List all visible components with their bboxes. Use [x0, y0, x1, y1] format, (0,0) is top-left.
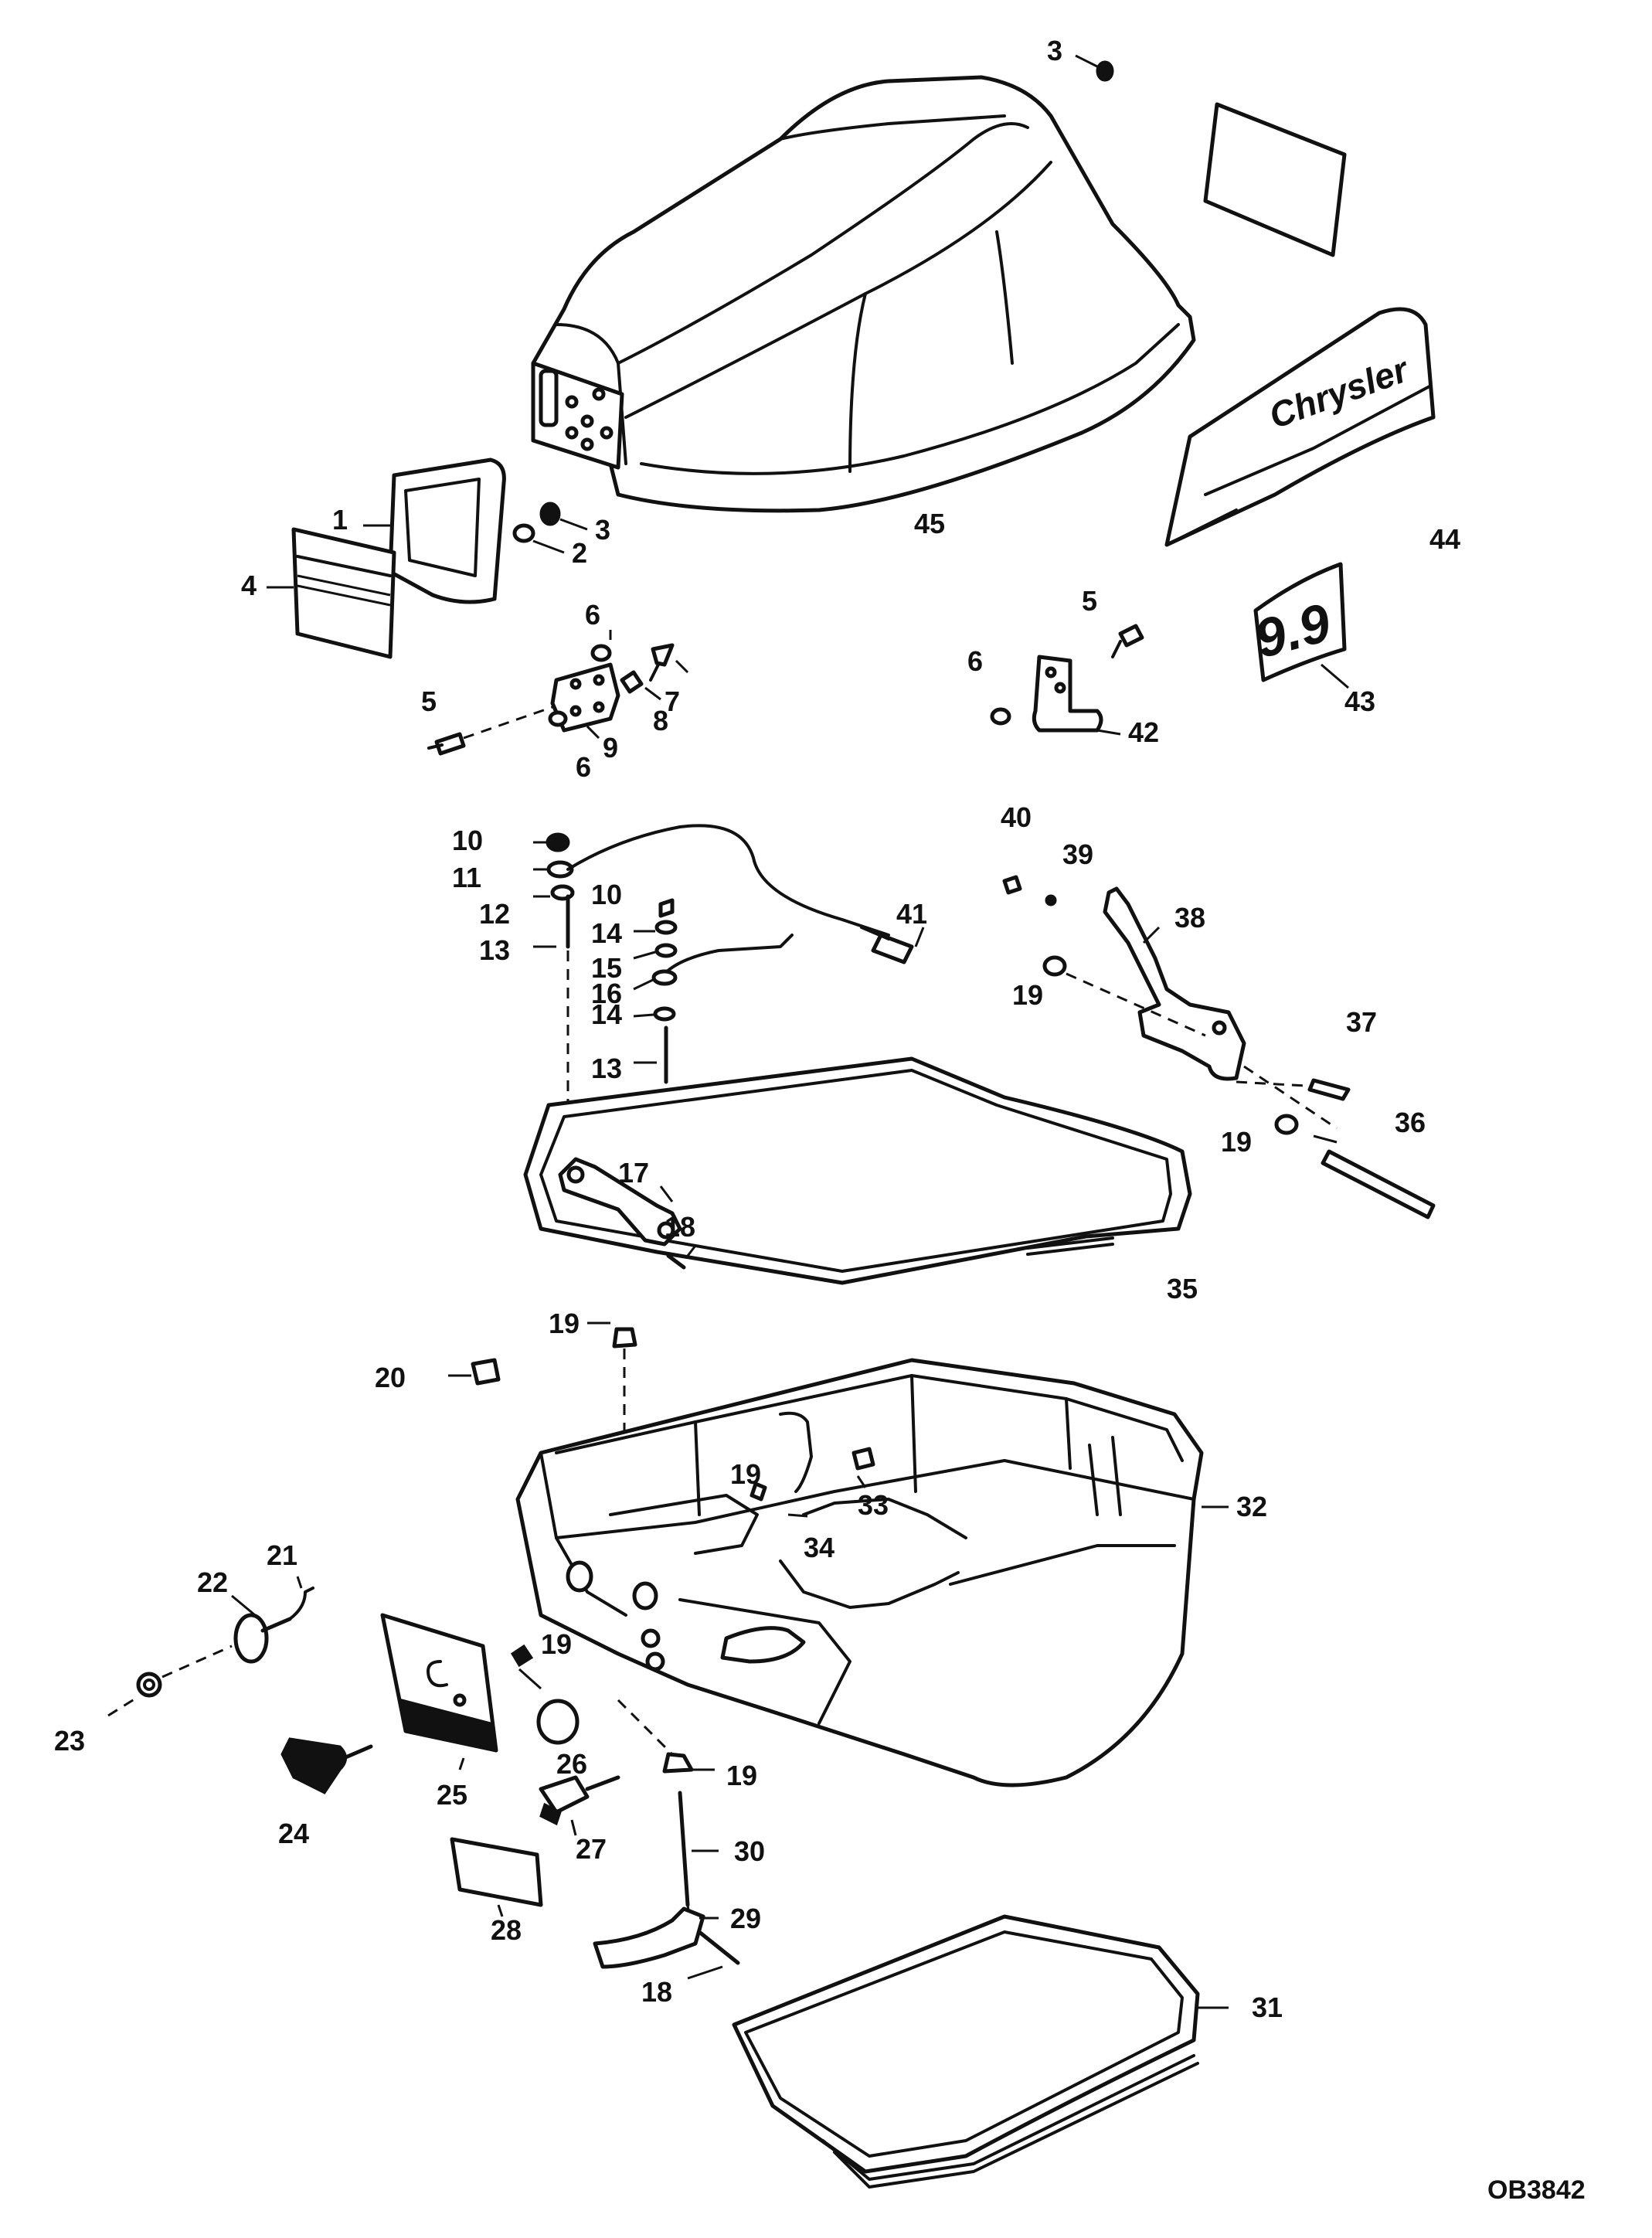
clip-part-23 — [107, 1644, 233, 1717]
callout-3: 3 — [595, 514, 610, 546]
callout-43: 43 — [1344, 685, 1375, 717]
callout-11: 11 — [452, 862, 481, 893]
callout-5: 5 — [1082, 585, 1097, 617]
callout-32: 32 — [1236, 1491, 1267, 1522]
washer-part-2 — [512, 523, 565, 554]
callout-10: 10 — [591, 879, 622, 910]
callout-19: 19 — [726, 1760, 757, 1791]
bottom-cowl-part-32 — [515, 1358, 1229, 1787]
name-decal-part-4 — [267, 527, 396, 659]
callout-8: 8 — [653, 705, 668, 736]
callout-16: 16 — [591, 978, 622, 1009]
throttle-link-rod-assembly — [533, 824, 925, 1144]
callout-5: 5 — [421, 685, 437, 717]
latch-bracket-part-42 — [990, 624, 1144, 736]
callout-19: 19 — [1221, 1126, 1252, 1158]
callout-2: 2 — [572, 537, 587, 569]
model-badge-part-43 — [1253, 562, 1349, 689]
callout-10: 10 — [452, 825, 483, 856]
callout-29: 29 — [730, 1903, 761, 1934]
callout-38: 38 — [1174, 902, 1205, 934]
callout-labels: 1233455666789101011121313141415161718181… — [54, 35, 1460, 2023]
label-part-28 — [450, 1837, 543, 1917]
callout-6: 6 — [576, 751, 591, 783]
callout-41: 41 — [896, 898, 927, 930]
callout-18: 18 — [665, 1211, 695, 1243]
callout-12: 12 — [479, 898, 510, 930]
callout-19: 19 — [549, 1308, 580, 1339]
bottom-gasket-part-31 — [732, 1914, 1229, 2189]
callout-27: 27 — [576, 1833, 607, 1865]
grommet-part-19-upper — [587, 1321, 637, 1453]
plug-part-26 — [510, 1644, 580, 1745]
callout-15: 15 — [591, 952, 622, 984]
callout-4: 4 — [241, 570, 257, 601]
callout-9: 9 — [603, 732, 618, 764]
side-decal-part-44 — [1164, 102, 1436, 547]
callout-30: 30 — [734, 1835, 765, 1867]
callout-20: 20 — [375, 1362, 406, 1393]
callout-14: 14 — [591, 998, 622, 1030]
front-plate-part-1 — [363, 457, 506, 604]
cowl-seal-part-35 — [523, 1056, 1192, 1285]
callout-14: 14 — [591, 917, 622, 949]
callout-26: 26 — [556, 1748, 587, 1780]
latch-knob-part-22 — [231, 1576, 314, 1664]
callout-3: 3 — [1047, 35, 1062, 66]
callout-33: 33 — [858, 1489, 889, 1521]
shaft-lever-part-29-30 — [593, 1699, 740, 1980]
callout-44: 44 — [1429, 523, 1460, 555]
callout-13: 13 — [591, 1053, 622, 1084]
callout-36: 36 — [1395, 1107, 1426, 1138]
callout-45: 45 — [914, 508, 945, 539]
screw-part-3-top — [1075, 54, 1114, 82]
callout-40: 40 — [1001, 801, 1032, 833]
callout-35: 35 — [1167, 1273, 1198, 1304]
callout-25: 25 — [437, 1779, 467, 1811]
callout-23: 23 — [54, 1725, 85, 1757]
callout-22: 22 — [197, 1566, 228, 1598]
callout-19: 19 — [730, 1458, 761, 1490]
latch-bracket-left — [427, 630, 689, 756]
grommet-part-20 — [448, 1358, 501, 1386]
callout-6: 6 — [967, 645, 983, 677]
switch-part-27 — [539, 1775, 620, 1836]
shift-knob-part-24 — [280, 1737, 373, 1794]
shift-lever-assembly — [1002, 875, 1436, 1219]
warning-plate-part-25 — [380, 1613, 498, 1770]
callout-28: 28 — [491, 1914, 522, 1946]
callout-34: 34 — [804, 1532, 834, 1563]
callout-42: 42 — [1128, 716, 1159, 748]
callout-21: 21 — [267, 1539, 297, 1571]
callout-19: 19 — [541, 1628, 572, 1660]
callout-18: 18 — [641, 1976, 672, 2008]
callout-37: 37 — [1346, 1006, 1377, 1038]
callout-39: 39 — [1062, 838, 1093, 870]
drawing-id-text: OB3842 — [1487, 2175, 1586, 2205]
callout-6: 6 — [585, 599, 600, 631]
callout-19: 19 — [1012, 979, 1043, 1011]
callout-7: 7 — [665, 685, 680, 717]
callout-31: 31 — [1252, 1991, 1283, 2023]
callout-1: 1 — [332, 504, 348, 536]
callout-24: 24 — [278, 1818, 309, 1849]
top-cowl-part-45 — [531, 75, 1196, 513]
callout-17: 17 — [618, 1157, 649, 1189]
callout-13: 13 — [479, 934, 510, 966]
grommet-part-3 — [539, 502, 588, 531]
